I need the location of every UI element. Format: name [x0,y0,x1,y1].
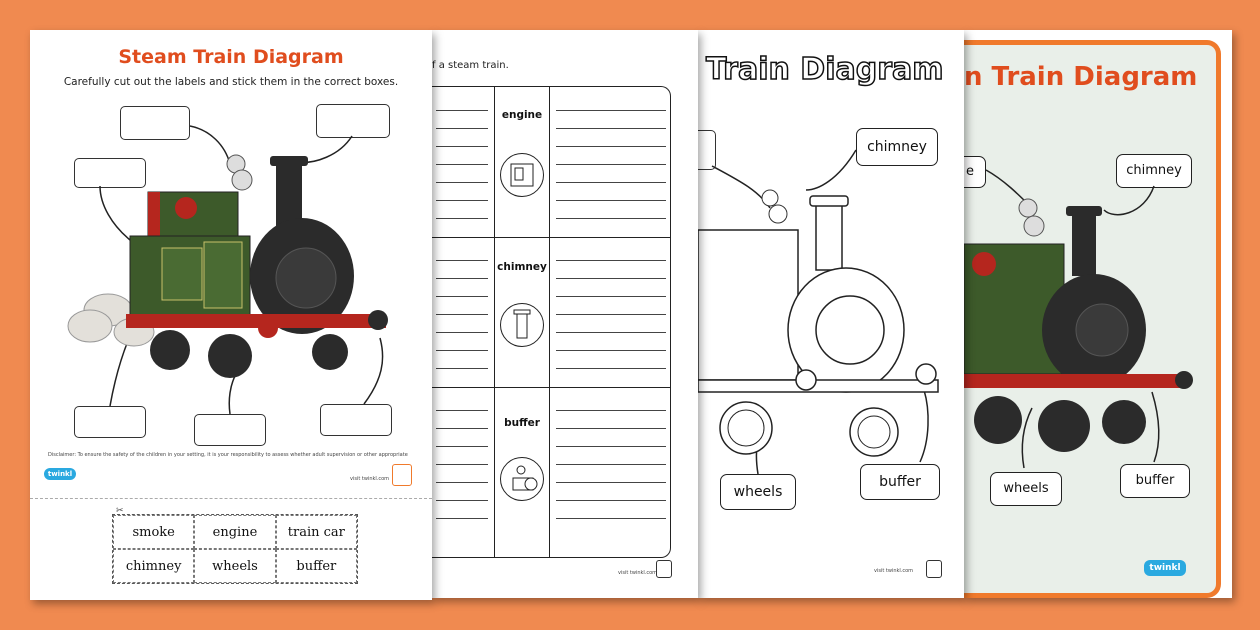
writing-line [556,368,666,369]
row-label-engine: engine [501,109,543,121]
blank-label-box [194,414,266,446]
twinkl-badge [656,560,672,578]
blank-label-box [74,158,146,188]
writing-line [436,464,488,465]
writing-line [556,500,666,501]
writing-line [556,428,666,429]
writing-line [556,110,666,111]
writing-line [436,500,488,501]
writing-line [556,446,666,447]
steam-train-coloured-illustration [67,125,388,415]
writing-line [556,164,666,165]
writing-line [436,110,488,111]
scissors-icon: ✂ [116,506,124,516]
twinkl-badge [392,464,412,486]
twinkl-logo: twinkl [44,468,76,480]
writing-line [436,446,488,447]
writing-line [436,182,488,183]
label-buffer: buffer [860,464,940,500]
writing-line [436,368,488,369]
blank-label-box [120,106,190,140]
writing-line [436,146,488,147]
row-label-buffer: buffer [504,417,540,429]
cutout-labels: smoke engine train car chimney wheels bu… [112,514,358,584]
writing-line [556,296,666,297]
instruction-text: Carefully cut out the labels and stick t… [63,76,399,88]
cutout-engine[interactable]: engine [194,515,276,549]
footer-url: visit twinkl.com [350,476,390,482]
steam-train-outline-illustration [698,149,939,475]
writing-line [436,332,488,333]
writing-line [556,128,666,129]
writing-line [436,410,488,411]
writing-line [436,518,488,519]
cutout-wheels[interactable]: wheels [194,549,276,583]
writing-line [436,350,488,351]
label-chimney: chimney [856,128,938,166]
writing-line [436,164,488,165]
twinkl-badge [926,560,942,578]
label-wheels: wheels [720,474,796,510]
description-table: engine chimney buffer [432,86,671,558]
writing-line [556,146,666,147]
instruction-text: f a steam train. [432,60,509,71]
writing-line [436,296,488,297]
writing-line [556,518,666,519]
cutout-chimney[interactable]: chimney [113,549,195,583]
row-separator [432,237,670,238]
label-wheels: wheels [990,472,1062,506]
buffer-picture [500,457,544,501]
cut-line [30,498,432,499]
writing-line [556,410,666,411]
worksheet-coloured-labelled: n Train Diagram e chimney wheels buffer … [964,30,1232,598]
chimney-picture [500,303,544,347]
writing-line [556,314,666,315]
writing-line [556,218,666,219]
cutout-smoke[interactable]: smoke [113,515,195,549]
page-title: Steam Train Diagram [118,46,344,68]
row-label-column [494,87,550,557]
twinkl-logo: twinkl [1144,560,1186,576]
disclaimer-text: Disclaimer: To ensure the safety of the … [48,452,408,458]
engine-picture [500,153,544,197]
writing-line [556,182,666,183]
footer-url: visit twinkl.com [874,568,914,574]
writing-line [556,200,666,201]
writing-line [436,200,488,201]
row-label-chimney: chimney [497,261,547,273]
row-separator [432,387,670,388]
worksheet-description-table: f a steam train. engine chimney buffer v… [432,30,698,598]
blank-label-box [316,104,390,138]
worksheet-cut-and-stick: Steam Train Diagram Carefully cut out th… [30,30,432,600]
writing-line [556,260,666,261]
cutout-train-car[interactable]: train car [275,515,357,549]
writing-line [436,482,488,483]
page-title: n Train Diagram [964,62,1198,92]
writing-line [556,278,666,279]
label-box-fragment [698,130,716,170]
cutout-buffer[interactable]: buffer [275,549,357,583]
writing-line [436,260,488,261]
footer-url: visit twinkl.com [618,570,658,576]
writing-line [436,278,488,279]
blank-label-box [320,404,392,436]
steam-train-coloured-illustration [964,169,1193,469]
worksheet-colouring-labelled: Train Diagram chimney wheels buffer visi… [698,30,964,598]
label-smoke-fragment: e [964,156,986,188]
writing-line [436,428,488,429]
writing-line [556,350,666,351]
writing-line [556,332,666,333]
writing-line [556,482,666,483]
writing-line [436,218,488,219]
writing-line [436,128,488,129]
label-buffer: buffer [1120,464,1190,498]
blank-label-box [74,406,146,438]
writing-line [436,314,488,315]
writing-line [556,464,666,465]
page-title: Train Diagram [705,51,944,88]
